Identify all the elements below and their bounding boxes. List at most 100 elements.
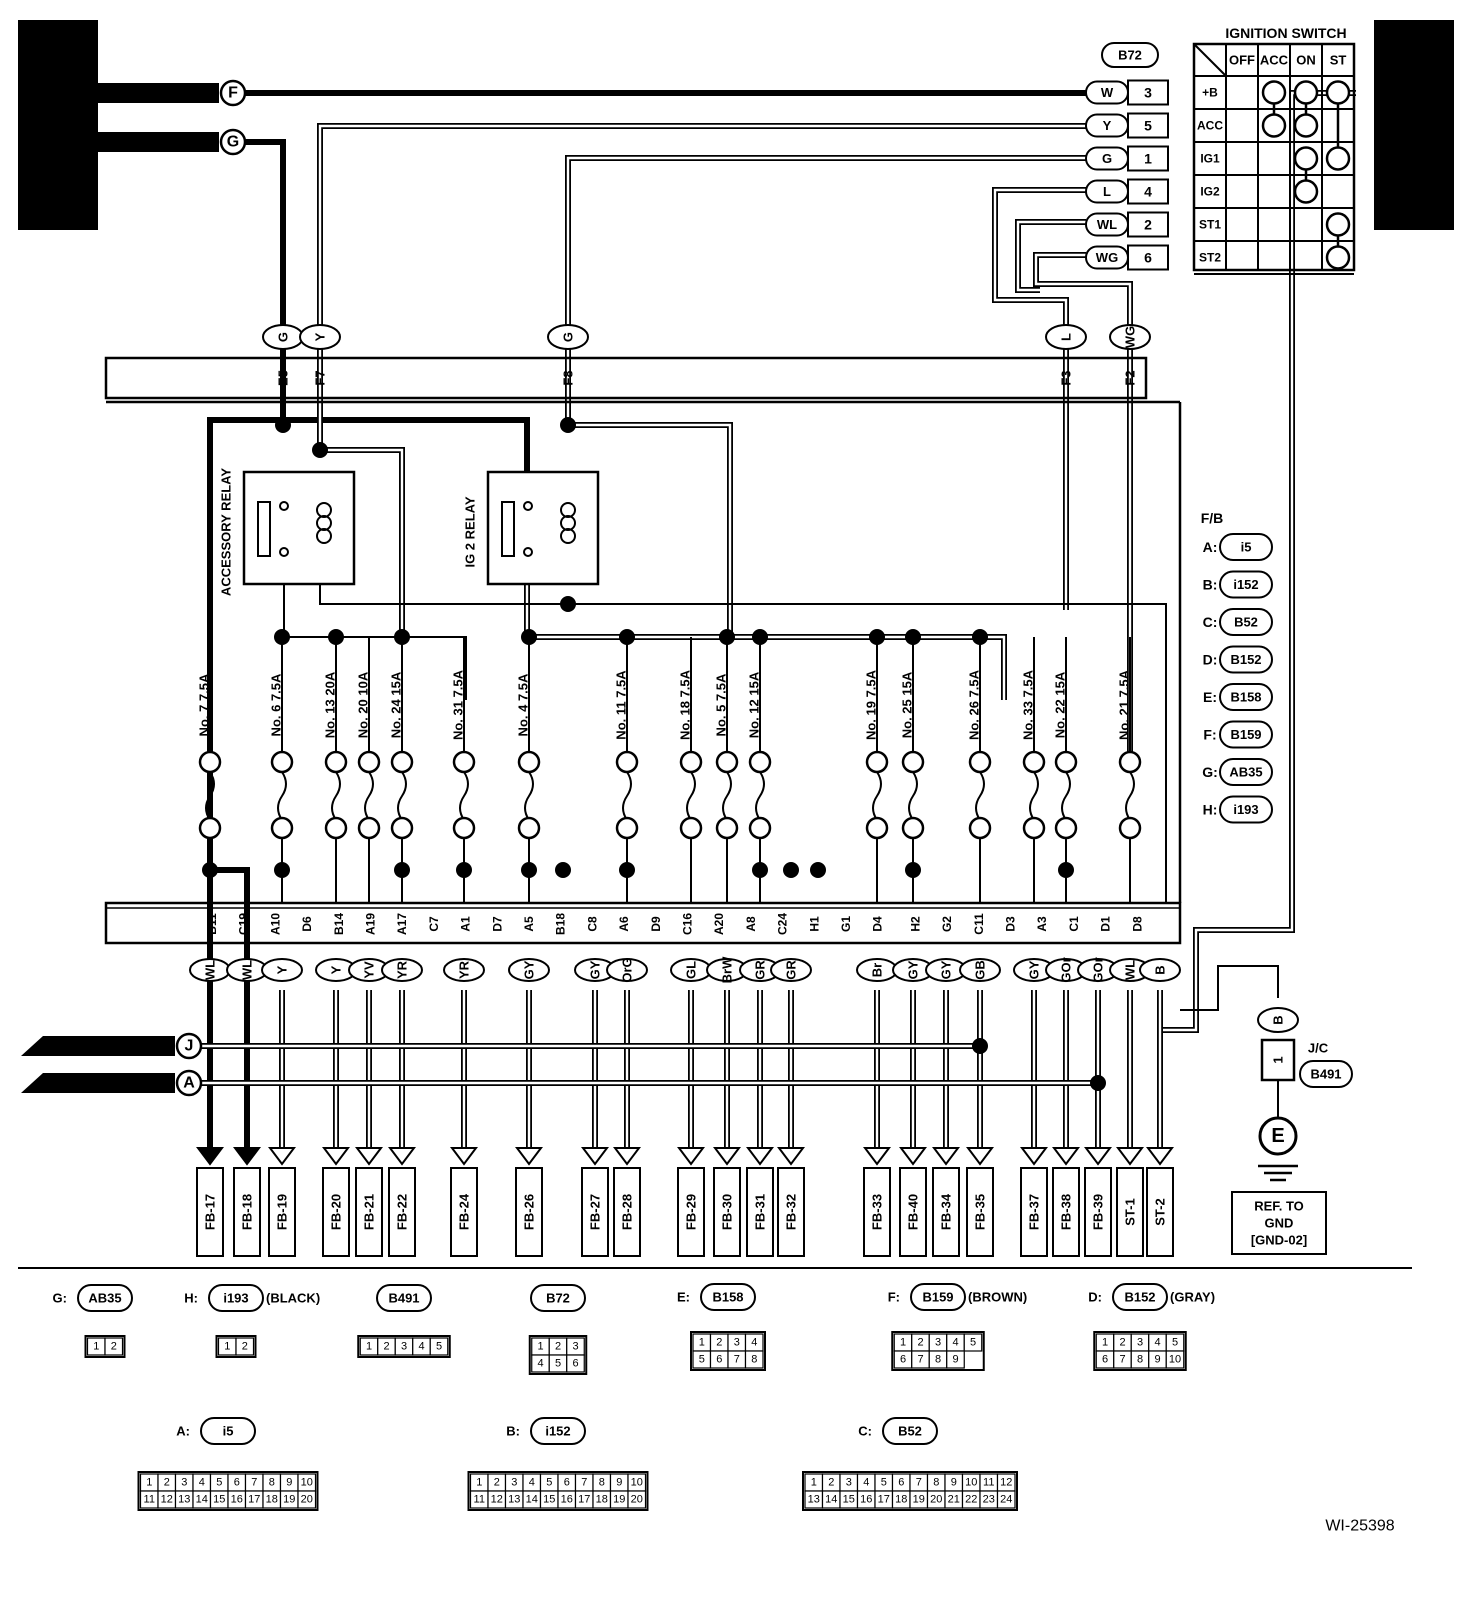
top-wire-f3: L bbox=[1045, 324, 1087, 350]
fuse-terminal bbox=[748, 816, 772, 840]
connector-view-i193-pin: 1 bbox=[224, 1341, 230, 1353]
ignition-terminal-st2: ST2 bbox=[1199, 251, 1221, 265]
connector-view-i5-pin: 13 bbox=[178, 1494, 190, 1506]
top-pin-e5: E5 bbox=[276, 370, 291, 386]
offpage-tag-j-ref: P-SUP-04 bbox=[77, 1038, 140, 1054]
ignition-terminal-ig1: IG1 bbox=[1200, 152, 1220, 166]
connector-view-b152-name-outline bbox=[1112, 1283, 1168, 1311]
ig2-relay-box bbox=[486, 470, 600, 586]
wire-color-18: GY bbox=[1013, 958, 1055, 982]
top-wire-f7-text: Y bbox=[313, 332, 328, 341]
fb-legend-ab35: AB35 bbox=[1219, 758, 1273, 786]
b72-pin: 5 bbox=[1144, 118, 1152, 134]
fuse-element-icon bbox=[1061, 771, 1071, 821]
fuse-label-7: No. 11 7.5A bbox=[614, 670, 629, 740]
top-wire-f8-text: G bbox=[561, 332, 576, 342]
connector-view-i152-name-text: i152 bbox=[545, 1424, 570, 1439]
fuse-terminal bbox=[1118, 816, 1142, 840]
bottom-pin-a5: A5 bbox=[522, 916, 536, 932]
destination-fb-28: FB-28 bbox=[620, 1194, 635, 1230]
wire-color-6-text: YR bbox=[457, 960, 472, 979]
connector-view-b152-key: D: bbox=[1088, 1290, 1102, 1305]
fb-legend-i152: i152 bbox=[1219, 570, 1273, 599]
connector-view-b491-pin: 5 bbox=[436, 1341, 442, 1353]
fuse-element-icon bbox=[524, 771, 534, 821]
connector-view-i152-pin: 15 bbox=[543, 1494, 555, 1506]
junction-dot bbox=[1058, 862, 1074, 878]
fuse-label-12: No. 25 15A bbox=[900, 671, 915, 738]
connector-view-i5-pin: 19 bbox=[283, 1494, 295, 1506]
b72-wire-y-outline bbox=[1085, 113, 1129, 138]
destination-fb-19: FB-19 bbox=[275, 1194, 290, 1230]
wire-color-18-text: GY bbox=[1027, 960, 1042, 979]
connector-view-b52-pin: 20 bbox=[930, 1494, 942, 1506]
destination-arrow-icon bbox=[233, 1147, 261, 1166]
connector-view-b158-name-outline bbox=[700, 1283, 756, 1311]
connector-view-i5-pin-cell bbox=[297, 1490, 317, 1509]
wire-color-0: WL bbox=[189, 958, 231, 982]
fuse-label-4: No. 24 15A bbox=[389, 671, 404, 738]
top-pin-f7: F7 bbox=[313, 370, 328, 385]
connector-view-b159-pin: 3 bbox=[935, 1337, 941, 1349]
connector-view-i5-pin: 20 bbox=[301, 1494, 313, 1506]
connector-view-b72-pin: 6 bbox=[572, 1358, 578, 1370]
connector-view-b158-pin: 1 bbox=[699, 1337, 705, 1349]
destination-box bbox=[450, 1167, 478, 1257]
connector-view-i152-pin: 17 bbox=[578, 1494, 590, 1506]
fuse-element-icon bbox=[1029, 771, 1039, 821]
connector-view-i193-name-text: i193 bbox=[223, 1291, 248, 1306]
connector-view-b152-pin: 8 bbox=[1137, 1354, 1143, 1366]
connector-view-b72-pin-cell bbox=[566, 1354, 585, 1373]
wire-color-3: Y bbox=[315, 958, 357, 982]
destination-st-1: ST-1 bbox=[1123, 1198, 1138, 1225]
connector-view-i152-pin: 19 bbox=[613, 1494, 625, 1506]
fuse-terminal bbox=[865, 816, 889, 840]
destination-box bbox=[581, 1167, 609, 1257]
b72-wire-l: L bbox=[1085, 179, 1129, 204]
destination-arrow-icon bbox=[677, 1147, 705, 1166]
connector-view-b52-pin: 17 bbox=[878, 1494, 890, 1506]
connector-view-i5-name-text: i5 bbox=[223, 1424, 234, 1439]
wire-color-5-text: YR bbox=[395, 960, 410, 979]
destination-box bbox=[863, 1167, 891, 1257]
junction-dot bbox=[619, 629, 635, 645]
fb-legend-b158-text: B158 bbox=[1230, 690, 1261, 705]
connector-view-b52-pin: 23 bbox=[983, 1494, 995, 1506]
fuse-label-14: No. 33 7.5A bbox=[1021, 669, 1036, 740]
wire-color-22-outline bbox=[1139, 958, 1181, 982]
destination-arrow-icon bbox=[355, 1147, 383, 1166]
destination-box bbox=[1084, 1167, 1112, 1257]
wire-color-13-text: GR bbox=[784, 960, 799, 980]
connector-view-b52-pin: 24 bbox=[1000, 1494, 1012, 1506]
fb-legend-ab35-outline bbox=[1219, 758, 1273, 786]
connector-view-i5-pin: 18 bbox=[266, 1494, 278, 1506]
fb-legend-key: A: bbox=[1203, 539, 1218, 555]
ig2-relay-label: IG 2 RELAY bbox=[463, 496, 478, 567]
bottom-pin-h2: H2 bbox=[908, 916, 922, 932]
connector-view-i5-name-outline bbox=[200, 1417, 256, 1445]
connector-view-i5-pin: 15 bbox=[213, 1494, 225, 1506]
ignition-connector-b72-text: B72 bbox=[1118, 48, 1142, 63]
destination-arrow-icon bbox=[196, 1147, 224, 1166]
wire-wl-st1-core bbox=[1016, 220, 1086, 292]
wire-color-6: YR bbox=[443, 958, 485, 982]
fuse-element-icon bbox=[975, 771, 985, 821]
fb-legend-i5-text: i5 bbox=[1241, 540, 1252, 555]
offpage-tag-j-letter: J bbox=[185, 1038, 194, 1055]
fuse-terminal bbox=[357, 816, 381, 840]
connector-view-b152-pin: 3 bbox=[1137, 1337, 1143, 1349]
acc-coil-gnd bbox=[319, 584, 1167, 903]
connector-view-b152-color: (GRAY) bbox=[1170, 1290, 1215, 1305]
fuse-label-13: No. 26 7.5A bbox=[967, 669, 982, 740]
ignition-table-diagonal bbox=[1193, 43, 1227, 77]
fuse-element-icon bbox=[331, 771, 341, 821]
fb-legend-b152-outline bbox=[1219, 645, 1273, 674]
fb-legend-i5-outline bbox=[1219, 533, 1273, 561]
connector-view-b159-pin: 6 bbox=[900, 1354, 906, 1366]
wire-color-10: GL bbox=[670, 958, 712, 982]
connector-view-i152-key: B: bbox=[506, 1424, 520, 1439]
destination-box bbox=[196, 1167, 224, 1257]
wire-color-17: GB bbox=[959, 958, 1001, 982]
bottom-pin-a6: A6 bbox=[617, 916, 631, 932]
bottom-pin-a3: A3 bbox=[1035, 916, 1049, 932]
